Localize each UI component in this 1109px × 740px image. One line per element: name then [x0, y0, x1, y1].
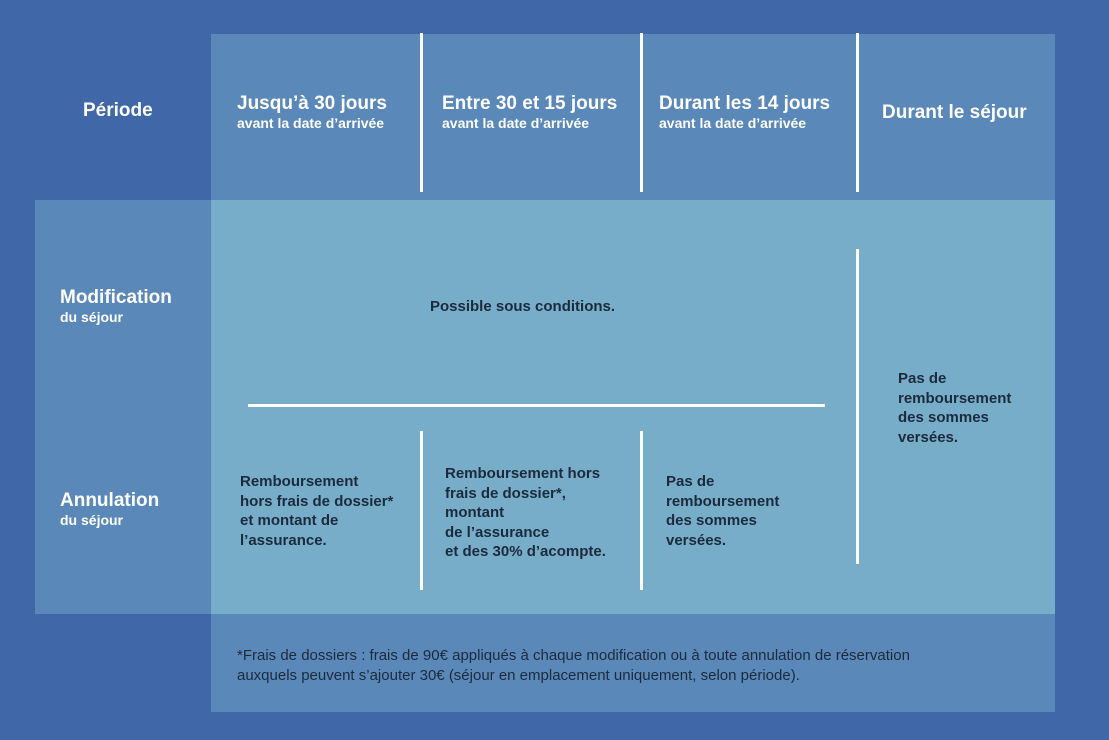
cell-during-stay: Pas de remboursement des sommes versées. — [898, 370, 1012, 446]
cell-modification-conditions: Possible sous conditions. — [430, 298, 616, 315]
row-title: Annulation — [60, 490, 160, 511]
footnote-panel — [211, 614, 1055, 712]
period-label: Période — [83, 100, 153, 121]
cell-annulation-30-days: Remboursement hors frais de dossier* et … — [240, 473, 394, 549]
header-divider — [420, 33, 423, 192]
column-header-30-days: Jusqu’à 30 jours avant la date d’arrivée — [237, 93, 387, 131]
column-title: Jusqu’à 30 jours — [237, 93, 387, 114]
footnote: *Frais de dossiers : frais de 90€ appliq… — [237, 647, 910, 684]
header-divider — [640, 33, 643, 192]
column-subtitle: avant la date d’arrivée — [442, 115, 590, 131]
body-divider-stay — [856, 249, 859, 564]
header-divider — [856, 33, 859, 192]
column-header-14-days: Durant les 14 jours avant la date d’arri… — [659, 93, 830, 131]
row-subtitle: du séjour — [60, 512, 124, 528]
row-label-modification: Modification du séjour — [60, 287, 172, 325]
column-subtitle: avant la date d’arrivée — [659, 115, 807, 131]
column-title: Entre 30 et 15 jours — [442, 93, 618, 114]
row-subtitle: du séjour — [60, 309, 124, 325]
body-panel — [211, 200, 1055, 614]
body-divider — [640, 431, 643, 590]
column-subtitle: avant la date d’arrivée — [237, 115, 385, 131]
body-divider-horizontal — [248, 404, 825, 407]
body-divider — [420, 431, 423, 590]
column-header-during-stay: Durant le séjour — [882, 102, 1027, 123]
column-header-30-15-days: Entre 30 et 15 jours avant la date d’arr… — [442, 93, 617, 131]
column-title: Durant les 14 jours — [659, 93, 831, 114]
row-title: Modification — [60, 287, 172, 308]
row-label-annulation: Annulation du séjour — [60, 490, 159, 528]
header-panel — [211, 34, 1055, 200]
row-label-panel — [35, 200, 211, 614]
cell-annulation-14-days: Pas de remboursement des sommes versées. — [666, 473, 780, 549]
cell-annulation-30-15-days: Remboursement hors frais de dossier*, mo… — [445, 465, 606, 560]
